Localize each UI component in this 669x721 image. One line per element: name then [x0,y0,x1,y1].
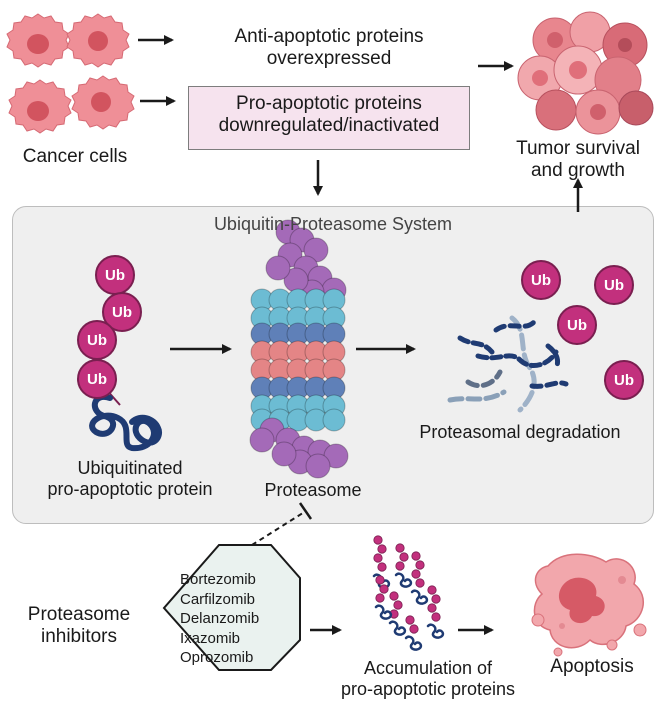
inhibition-line [251,510,307,546]
ubiquitin-icon: Ub [77,320,117,360]
drug-name: Oprozomib [180,649,254,666]
drug-name: Delanzomib [180,610,260,627]
drug-name: Ixazomib [180,629,241,647]
cancer-cell-icon [66,13,130,68]
protein-icon [89,393,162,452]
accumulated-proteins-icon [372,535,445,651]
proteasome-inhibitors-label: Proteasome inhibitors [27,604,131,648]
cancer-cells-label: Cancer cells [22,146,128,167]
degraded-fragments-icon [447,315,569,413]
ubiquitin-icon: Ub [521,260,561,300]
inhibition-bar [298,502,313,520]
cancer-cell-icon [71,75,135,130]
tumor-label: Tumor survival and growth [516,138,640,182]
tumor-icon [517,11,654,135]
pro-apoptotic-label: Pro-apoptotic proteins downregulated/ina… [218,93,440,137]
apoptosis-label: Apoptosis [550,656,634,677]
ubiquitin-icon: Ub [95,255,135,295]
ubiquitinated-protein-label: Ubiquitinated pro-apoptotic protein [47,458,213,500]
accumulation-label: Accumulation of pro-apoptotic proteins [340,658,516,700]
ubiquitin-icon: Ub [557,305,597,345]
apoptotic-cell-icon [531,553,647,657]
drug-name: Bortezomib [180,571,256,588]
degradation-label: Proteasomal degradation [419,422,621,442]
anti-apoptotic-label: Anti-apoptotic proteins overexpressed [234,26,424,70]
proteasome-label: Proteasome [264,480,362,500]
drug-name: Carfilzomib [180,590,256,608]
proteasome-icon [249,219,349,479]
cancer-cell-icon [8,79,72,134]
ubiquitin-icon: Ub [604,360,644,400]
ups-title: Ubiquitin-Proteasome System [213,214,453,234]
ubiquitin-icon: Ub [594,265,634,305]
ubiquitin-icon: Ub [77,359,117,399]
pro-apoptotic-box [188,86,470,150]
inhibitors-heptagon [162,544,301,671]
cancer-cell-icon [6,13,70,68]
